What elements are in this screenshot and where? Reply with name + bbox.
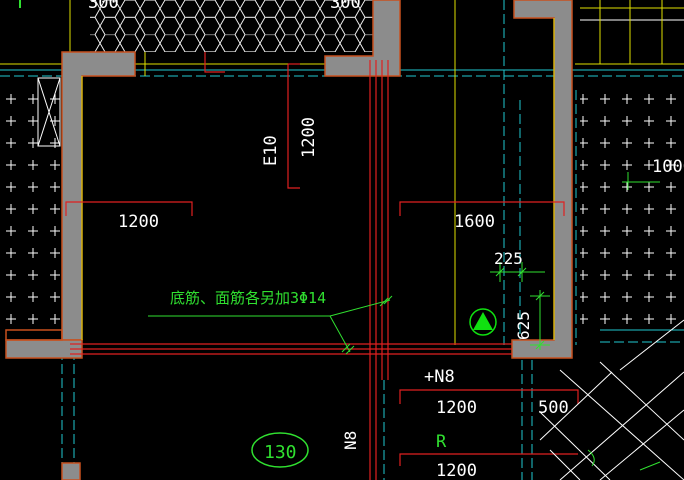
note-leader bbox=[148, 295, 393, 355]
rebar-lines bbox=[70, 60, 512, 480]
plus-hatch-right bbox=[580, 85, 684, 330]
note-text: 底筋、面筋各另加3Φ14 bbox=[170, 289, 326, 307]
hexagon-hatch-top bbox=[90, 0, 375, 52]
dim-right-room-1600: 1600 bbox=[454, 212, 495, 232]
dim-vertical-1200: 1200 bbox=[299, 117, 319, 158]
dim-top-right: 300 bbox=[330, 0, 361, 13]
right-wall bbox=[511, 0, 573, 359]
dim-lower-500: 500 bbox=[538, 398, 569, 418]
label-n8-plus: +N8 bbox=[424, 367, 455, 387]
circle-tag-outline bbox=[251, 432, 309, 468]
dim-625: 625 bbox=[514, 311, 533, 340]
top-red-marks bbox=[204, 52, 300, 189]
x-brace-icon bbox=[37, 77, 61, 147]
label-r: R bbox=[436, 432, 447, 452]
left-bottom-stub bbox=[61, 462, 81, 480]
dim-left-room-1200: 1200 bbox=[118, 212, 159, 232]
left-wall bbox=[61, 51, 136, 341]
label-n8-vertical: N8 bbox=[341, 431, 360, 450]
dim-225: 225 bbox=[494, 249, 523, 268]
label-e10: E10 bbox=[261, 135, 281, 166]
diamond-grid bbox=[539, 319, 684, 480]
walls bbox=[5, 0, 573, 480]
dimension-brackets bbox=[65, 201, 579, 466]
wall-inner-lines bbox=[81, 18, 555, 340]
triangle-in-circle-icon[interactable] bbox=[469, 308, 497, 336]
dim-right-edge-1000: 1000 bbox=[652, 157, 684, 177]
plus-hatch-left bbox=[0, 85, 60, 325]
green-dimensions bbox=[490, 172, 660, 350]
circle-tag-label: 130 bbox=[264, 442, 297, 463]
center-wall bbox=[324, 0, 401, 77]
dim-top-left: 300 bbox=[88, 0, 119, 13]
dim-lower-1200-a: 1200 bbox=[436, 398, 477, 418]
dim-lower-1200-b: 1200 bbox=[436, 461, 477, 480]
hatched-pad-left bbox=[5, 329, 63, 341]
